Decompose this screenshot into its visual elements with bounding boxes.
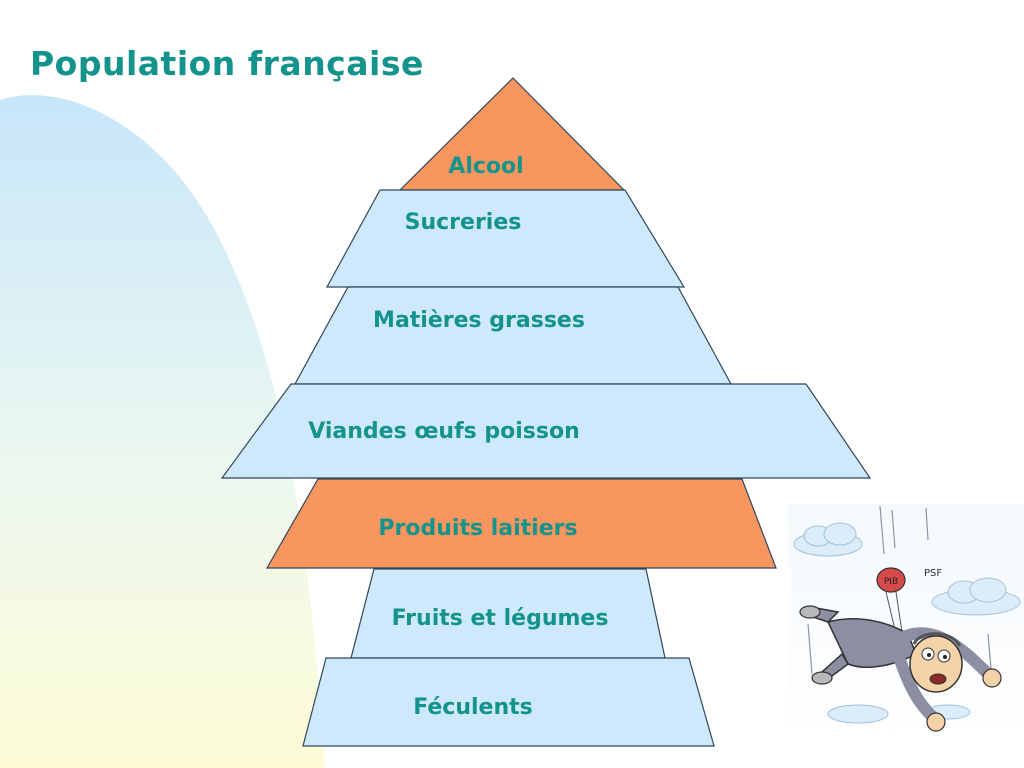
tier-label: Viandes œufs poisson [308, 419, 580, 444]
page-title: Population française [30, 44, 424, 83]
tier-sucreries [325, 189, 686, 288]
falling-man-parachute-icon: PIB PSF [793, 505, 1021, 732]
tier-label: Alcool [448, 154, 523, 179]
tier-label: Sucreries [405, 210, 522, 235]
tier-label: Produits laitiers [378, 516, 577, 541]
tier-produits-laitiers [265, 478, 777, 569]
falling-man-illustration: PIB PSF [788, 504, 1024, 744]
sound-effect-text: PSF [924, 568, 942, 579]
tier-label: Féculents [413, 695, 533, 720]
tier-feculents [302, 657, 715, 747]
tier-matieres-grasses [293, 286, 733, 385]
tier-viandes [220, 383, 872, 479]
tier-label: Fruits et légumes [392, 606, 609, 631]
pack-text: PIB [884, 577, 898, 587]
tier-label: Matières grasses [373, 308, 585, 333]
